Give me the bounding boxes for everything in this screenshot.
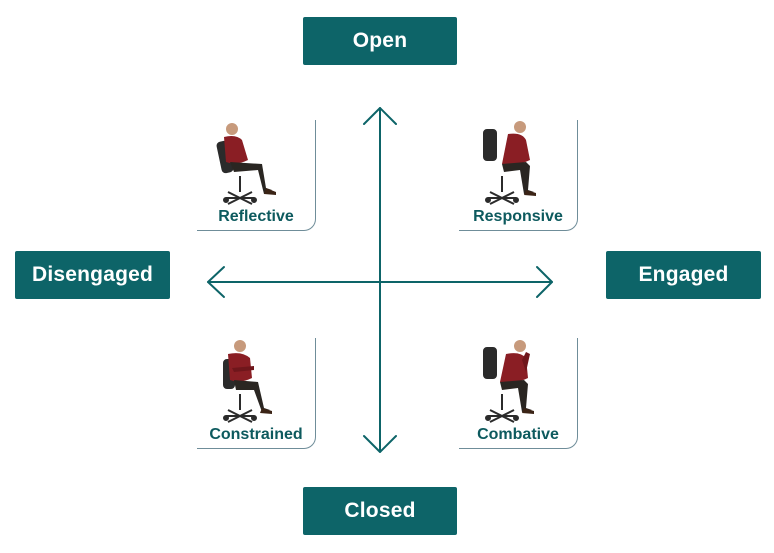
quadrant-frame [197,120,316,231]
quadrant-label-reflective: Reflective [218,208,294,225]
person-leaning-forward-icon [483,121,536,205]
engaged-label: Engaged [606,251,761,299]
quadrant-constrained: Constrained [196,338,316,458]
person-chin-on-hand-icon [483,340,534,423]
quadrant-frame [459,120,578,231]
quadrant-responsive: Responsive [458,120,578,240]
disengaged-label: Disengaged [15,251,170,299]
arrow-right-icon [536,266,553,298]
closed-label: Closed [303,487,457,535]
quadrant-label-constrained: Constrained [209,426,303,443]
arrow-up-icon [363,107,397,125]
open-label: Open [303,17,457,65]
quadrant-label-responsive: Responsive [473,208,563,225]
person-leaning-back-icon [216,123,276,205]
quadrant-label-combative: Combative [477,426,559,443]
quadrant-combative: Combative [458,338,578,458]
quadrant-reflective: Reflective [196,120,316,240]
person-arms-crossed-icon [223,340,272,423]
quadrant-frame [197,338,316,449]
arrow-down-icon [363,435,397,453]
arrow-left-icon [207,266,225,298]
quadrant-frame [459,338,578,449]
